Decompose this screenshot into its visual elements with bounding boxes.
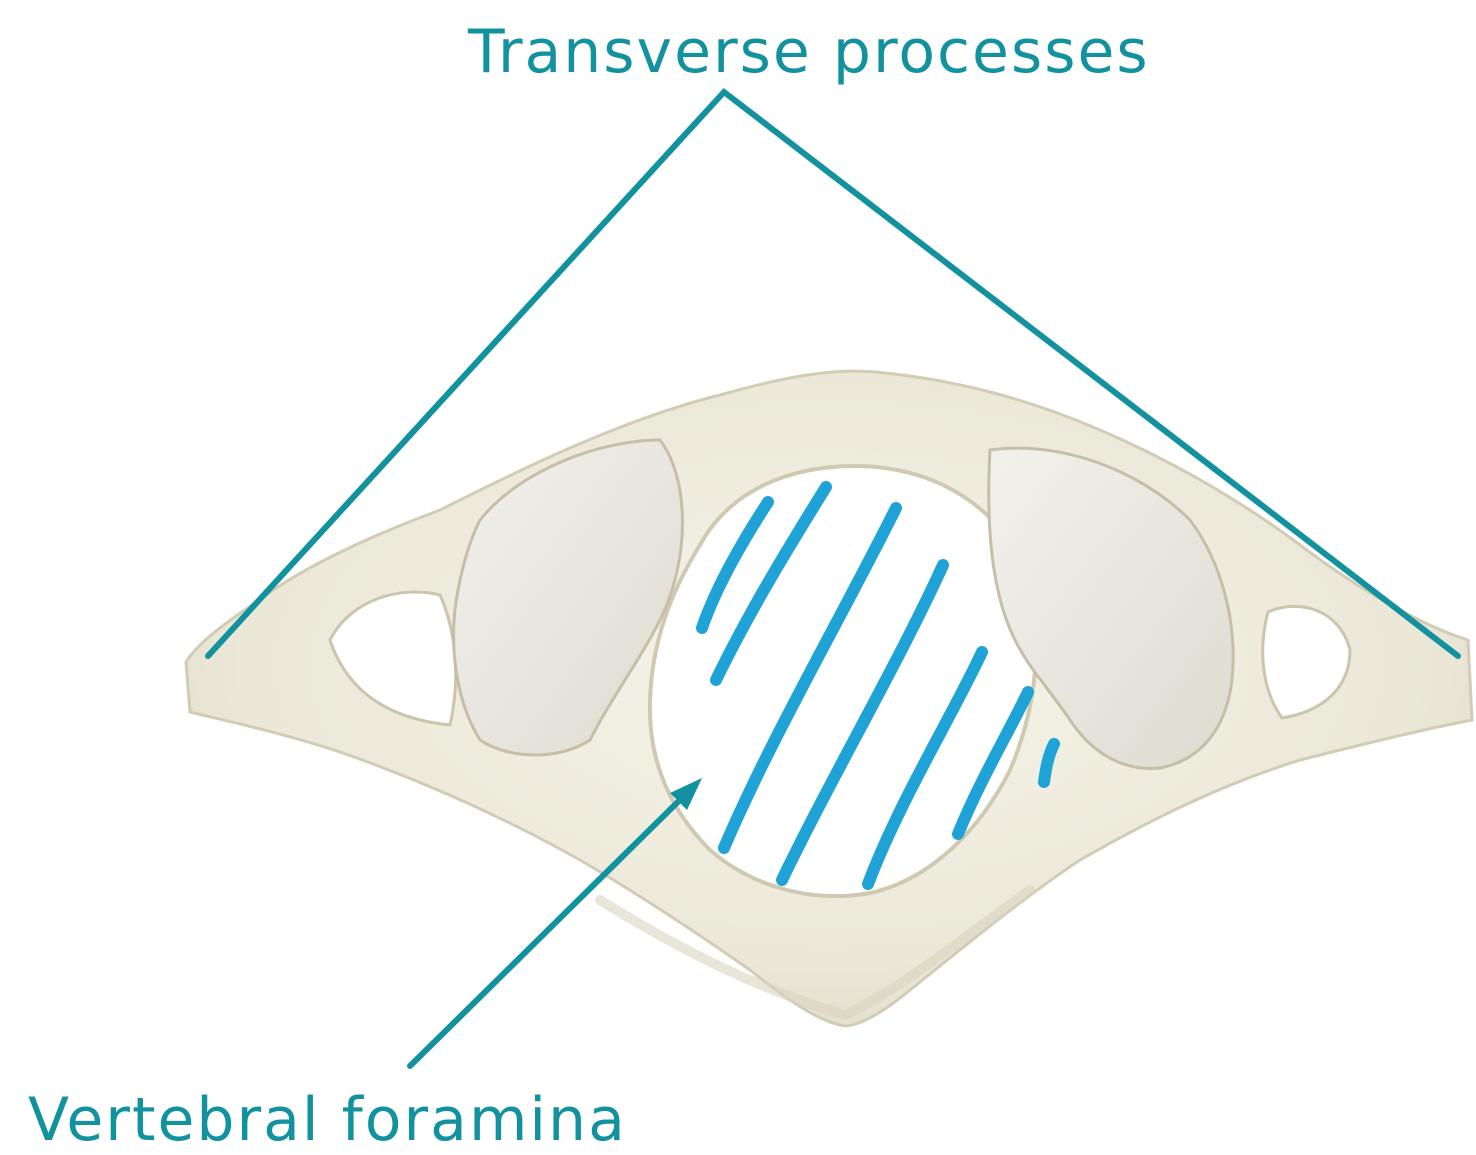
vertebral-foramina-label: Vertebral foramina [28,1090,627,1150]
transverse-processes-label: Transverse processes [468,22,1150,82]
